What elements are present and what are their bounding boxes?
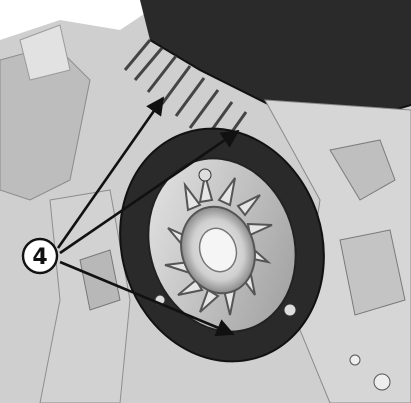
flywheel xyxy=(119,127,325,363)
callout-arrows xyxy=(56,96,240,337)
callout-circle-icon: 4 xyxy=(21,237,59,275)
arrow-icon xyxy=(56,96,165,249)
arrow-icon xyxy=(59,129,240,255)
arrow-icon xyxy=(59,260,235,337)
callout-number: 4 xyxy=(32,245,47,270)
